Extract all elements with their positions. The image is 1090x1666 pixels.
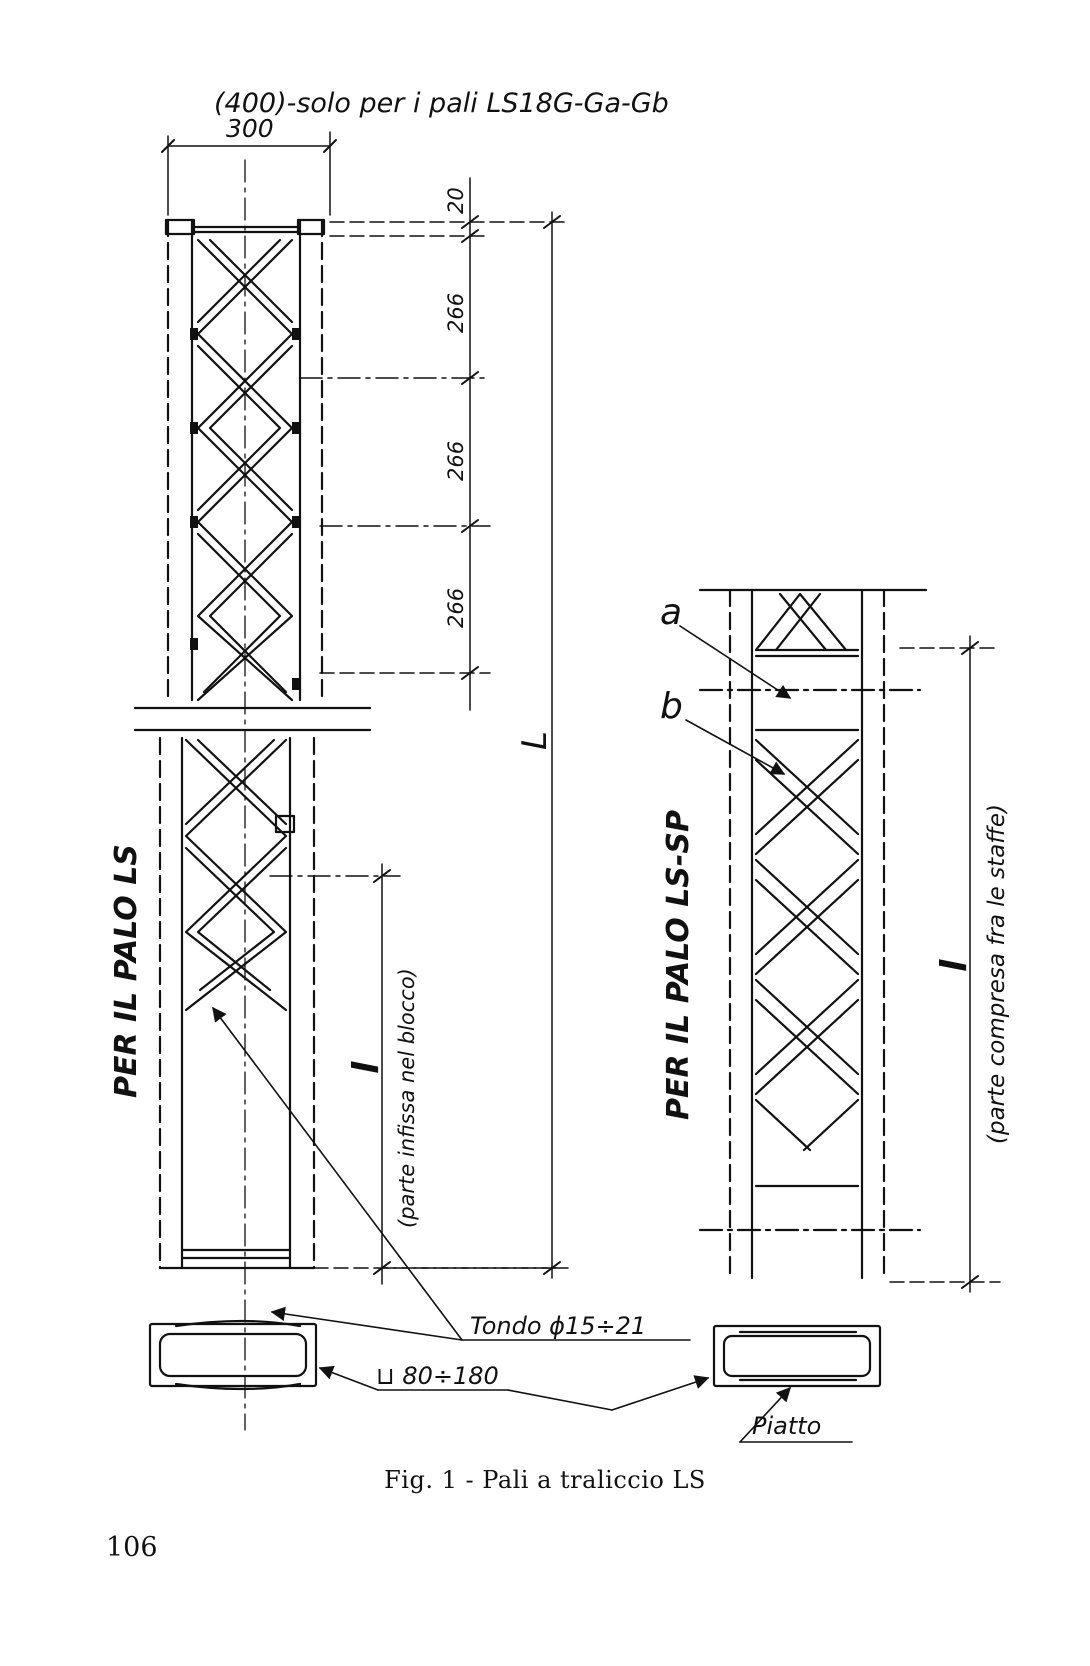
label-a: a [660, 592, 682, 633]
dim-panel-2: 266 [444, 441, 468, 481]
ls-pile-elevation [133, 159, 372, 1431]
label-b: b [660, 686, 683, 727]
embed-dim-note: (parte infissa nel blocco) [395, 968, 419, 1228]
ls-sp-dimensions [889, 635, 1001, 1293]
tondo-callout: Tondo ϕ15÷21 [470, 1312, 646, 1340]
ls-sp-pile-title: PER IL PALO LS-SP [661, 810, 696, 1120]
dim-panel-1: 266 [444, 293, 468, 333]
ls-sp-pile-elevation [698, 588, 928, 1280]
leader-lines [212, 625, 853, 1443]
ls-dimensions [161, 131, 571, 1285]
note-400-label: (400)-solo per i pali LS18G-Ga-Gb [214, 88, 669, 119]
dim-top-20: 20 [444, 187, 468, 214]
embed-dim-l: l [346, 1061, 387, 1074]
dim-panel-3: 266 [444, 588, 468, 628]
piatto-callout: Piatto [752, 1412, 821, 1440]
ls-sp-dim-l: l [934, 959, 975, 972]
channel-callout: ⊔ 80÷180 [376, 1362, 499, 1390]
page-number: 106 [106, 1532, 158, 1563]
ls-sp-cross-section [712, 1324, 882, 1388]
ls-cross-section [148, 1319, 318, 1391]
dim-total-L: L [515, 731, 555, 750]
ls-sp-dim-note: (parte compresa fra le staffe) [984, 804, 1010, 1144]
figure-caption: Fig. 1 - Pali a traliccio LS [384, 1466, 706, 1494]
width-dimension-label: 300 [226, 114, 274, 143]
ls-pile-title: PER IL PALO LS [109, 844, 144, 1098]
